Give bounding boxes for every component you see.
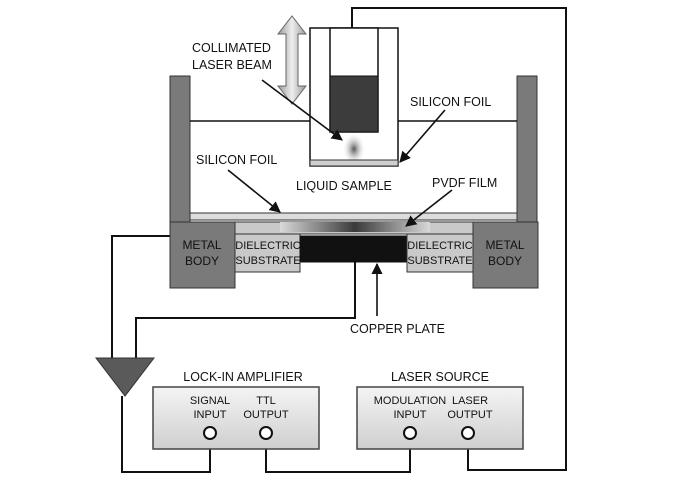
vertical-motion-arrow bbox=[276, 15, 308, 105]
metal-body-right bbox=[472, 221, 539, 289]
signal-input-connector[interactable] bbox=[203, 426, 217, 440]
lock-in-amplifier: LOCK-IN AMPLIFIER SIGNAL INPUT TTL OUTPU… bbox=[152, 370, 320, 450]
label-collimated-2: LASER BEAM bbox=[192, 58, 272, 72]
laser-port2-line1: LASER bbox=[452, 395, 488, 407]
label-dielectric-left-2: SUBSTRATE bbox=[235, 255, 300, 267]
laser-source-box bbox=[356, 386, 524, 450]
left-pillar bbox=[169, 75, 191, 223]
laser-output-connector[interactable] bbox=[461, 426, 475, 440]
label-metal-left-1: METAL bbox=[182, 238, 221, 252]
laser-port1-line1: MODULATION bbox=[374, 395, 447, 407]
bottom-silicon-foil bbox=[189, 212, 518, 221]
laser-head bbox=[309, 27, 399, 167]
copper-plate bbox=[299, 235, 407, 263]
label-liquid-sample: LIQUID SAMPLE bbox=[296, 179, 392, 193]
label-copper-plate: COPPER PLATE bbox=[350, 322, 445, 336]
metal-body-left bbox=[169, 221, 236, 289]
amplifier-triangle bbox=[94, 357, 156, 397]
lockin-title: LOCK-IN AMPLIFIER bbox=[183, 370, 302, 384]
lockin-box bbox=[152, 386, 320, 450]
label-silicon-foil-left: SILICON FOIL bbox=[196, 153, 277, 167]
chamber bbox=[169, 75, 538, 223]
signal-wire bbox=[135, 262, 356, 358]
detector-stack bbox=[169, 221, 539, 289]
diagram-labels: COLLIMATED LASER BEAM SILICON FOIL SILIC… bbox=[182, 41, 524, 336]
laser-block bbox=[329, 75, 379, 133]
lockin-port1-line2: INPUT bbox=[194, 409, 227, 421]
ttl-wire bbox=[265, 438, 411, 473]
right-pillar bbox=[516, 75, 538, 223]
laser-fiber-wire bbox=[351, 7, 567, 471]
modulation-input-connector[interactable] bbox=[403, 426, 417, 440]
laser-source-title: LASER SOURCE bbox=[391, 370, 489, 384]
laser-port1-line2: INPUT bbox=[394, 409, 427, 421]
ground-wire bbox=[111, 235, 170, 358]
pvdf-film bbox=[280, 222, 430, 232]
amp-output-wire bbox=[121, 396, 211, 473]
top-silicon-foil bbox=[309, 159, 399, 167]
laser-port2-line2: OUTPUT bbox=[447, 409, 493, 421]
lockin-port2-line2: OUTPUT bbox=[243, 409, 289, 421]
laser-source: LASER SOURCE MODULATION INPUT LASER OUTP… bbox=[356, 370, 524, 450]
label-metal-left-2: BODY bbox=[185, 254, 219, 268]
label-collimated-1: COLLIMATED bbox=[192, 41, 271, 55]
label-metal-right-1: METAL bbox=[485, 238, 524, 252]
lockin-port2-line1: TTL bbox=[256, 395, 276, 407]
label-pvdf-film: PVDF FILM bbox=[432, 176, 497, 190]
label-metal-right-2: BODY bbox=[488, 254, 522, 268]
annotation-arrows bbox=[227, 79, 453, 316]
label-dielectric-right-1: DIELECTRIC bbox=[407, 240, 472, 252]
label-silicon-foil-top: SILICON FOIL bbox=[410, 95, 491, 109]
label-dielectric-right-2: SUBSTRATE bbox=[407, 255, 472, 267]
wiring bbox=[111, 7, 567, 473]
lockin-port1-line1: SIGNAL bbox=[190, 395, 230, 407]
ttl-output-connector[interactable] bbox=[259, 426, 273, 440]
laser-beam-spot bbox=[343, 133, 365, 165]
label-dielectric-left-1: DIELECTRIC bbox=[235, 240, 300, 252]
